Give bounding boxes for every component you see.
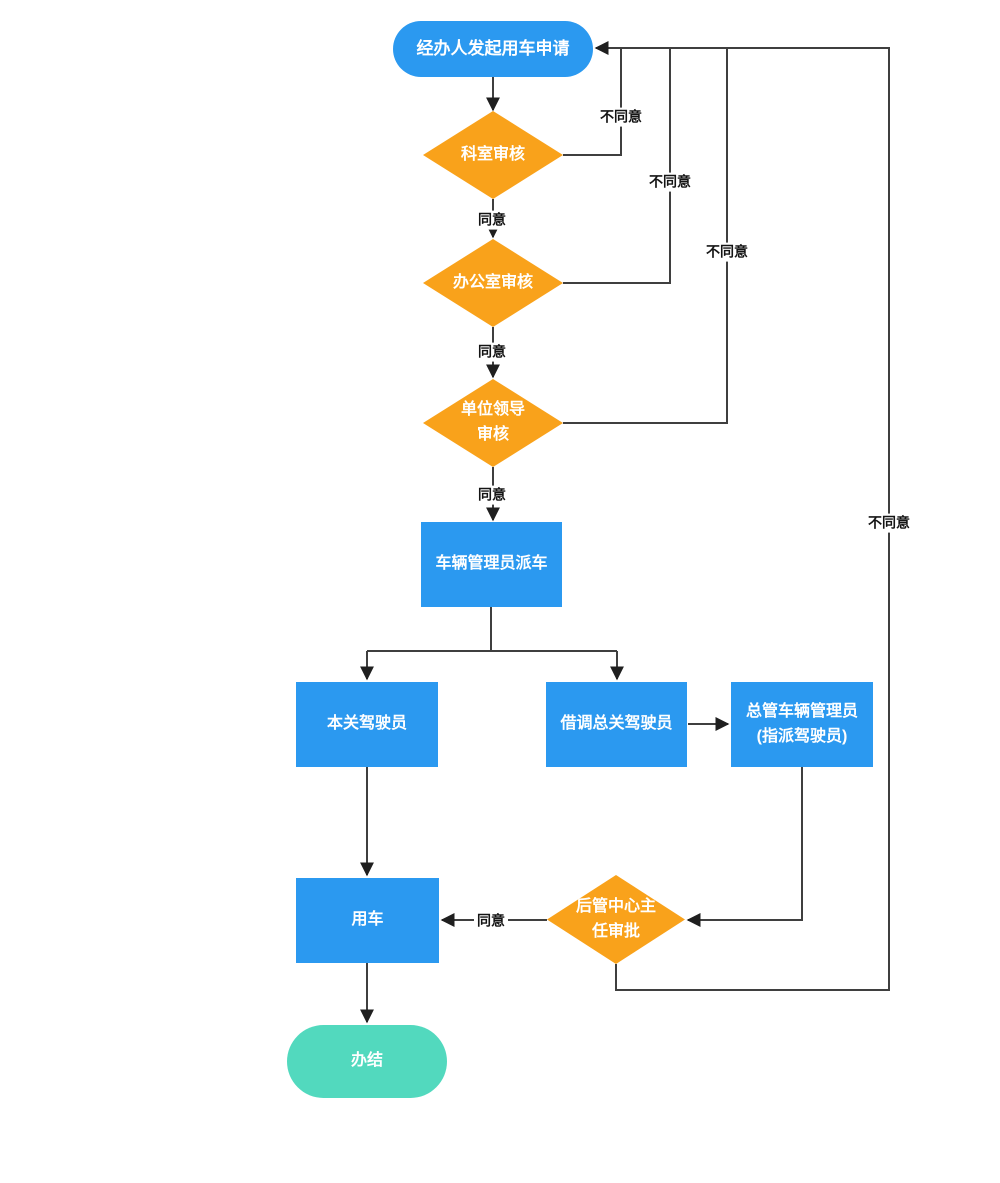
- edge-label-agree-office: 同意: [475, 342, 509, 362]
- edge-label-disagree-dept: 不同意: [597, 107, 645, 127]
- edge-label-agree-dept: 同意: [475, 210, 509, 230]
- node-start: 经办人发起用车申请: [393, 21, 593, 77]
- node-end: 办结: [287, 1025, 447, 1098]
- edge-label-agree-leader: 同意: [475, 485, 509, 505]
- edge-leader-disagree-return: [563, 48, 728, 424]
- node-borrowed-driver: 借调总关驾驶员: [546, 682, 687, 767]
- edge-dept-disagree-return: [563, 48, 622, 156]
- edge-director-disagree-return: [594, 41, 890, 991]
- node-use-vehicle: 用车: [296, 878, 439, 963]
- edge-office-disagree-return: [563, 48, 671, 284]
- node-local-driver: 本关驾驶员: [296, 682, 438, 767]
- edge-label-disagree-director: 不同意: [865, 513, 913, 533]
- node-dispatch: 车辆管理员派车: [421, 522, 562, 607]
- edge-chief-to-director: [686, 767, 803, 927]
- edge-label-disagree-leader: 不同意: [703, 242, 751, 262]
- edge-label-agree-director: 同意: [474, 911, 508, 931]
- edge-label-disagree-office: 不同意: [646, 172, 694, 192]
- node-chief-admin: 总管车辆管理员 (指派驾驶员): [731, 682, 873, 767]
